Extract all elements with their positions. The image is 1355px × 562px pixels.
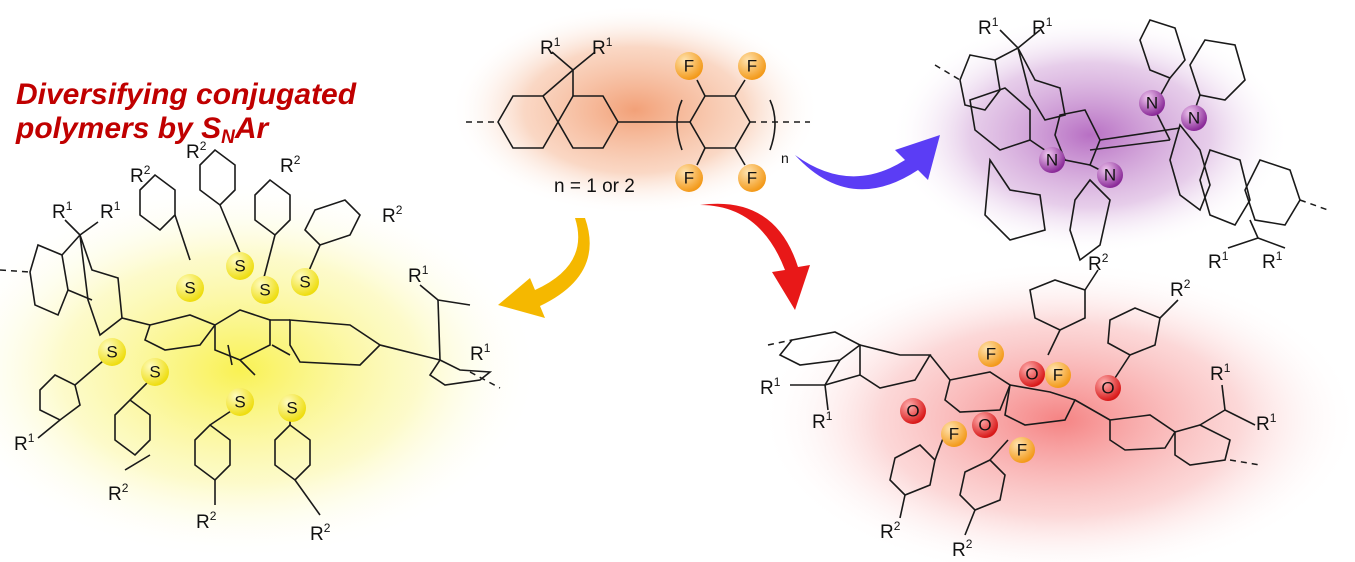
svg-text:O: O [1025,365,1038,384]
carbazole-r1: R1 [978,15,999,39]
thioether-r1: R1 [408,263,429,287]
fluorine-atom: F [978,341,1004,367]
svg-text:F: F [1053,366,1063,385]
sulfur-atom: S [176,274,204,302]
thioether-r2: R2 [108,481,129,505]
sulfur-atom: S [278,394,306,422]
oxygen-atom: O [1019,361,1045,387]
ether-r1: R1 [1256,411,1277,435]
svg-text:S: S [234,257,245,276]
monomer-caption: n = 1 or 2 [554,176,635,197]
carbazole-glow [890,15,1290,255]
thioether-r2: R2 [280,153,301,177]
monomer-r1-right: R1 [592,35,613,59]
fluorine-atom: F [1009,437,1035,463]
oxygen-atom: O [1095,375,1121,401]
svg-text:F: F [747,169,757,188]
ether-r1: R1 [1210,361,1231,385]
ether-r1: R1 [812,409,833,433]
nitrogen-atom: N [1139,90,1165,116]
svg-text:S: S [184,279,195,298]
nitrogen-atom: N [1039,147,1065,173]
nitrogen-atom: N [1097,162,1123,188]
thioether-r2: R2 [382,203,403,227]
carbazole-r1: R1 [1262,249,1283,273]
sulfur-atom: S [141,358,169,386]
thioether-r2: R2 [186,139,207,163]
carbazole-r1: R1 [1032,15,1053,39]
arrow-to-carbazole-icon [795,135,940,190]
svg-text:S: S [299,273,310,292]
title-subscript: N [221,127,235,148]
svg-text:O: O [906,402,919,421]
monomer-r1-left: R1 [540,35,561,59]
monomer-structure [466,51,810,166]
fluorine-atom: F [738,52,766,80]
svg-text:F: F [684,169,694,188]
thioether-r2: R2 [310,521,331,545]
fluorine-atom: F [675,164,703,192]
title-line-2-prefix: polymers by S [16,112,222,145]
svg-text:S: S [234,393,245,412]
title-line-2-suffix: Ar [234,112,269,145]
carbazole-structure [934,19,1329,262]
ether-r2: R2 [952,537,973,561]
sulfur-atom: S [291,268,319,296]
arrow-to-ether-icon [700,203,810,310]
thioether-r1: R1 [52,199,73,223]
fluorine-atom: F [738,164,766,192]
svg-text:N: N [1046,151,1058,170]
svg-text:F: F [986,345,996,364]
ether-glow [760,260,1355,562]
thioether-r2: R2 [130,163,151,187]
ether-r2: R2 [1088,251,1109,275]
thioether-r1: R1 [100,199,121,223]
svg-text:S: S [286,399,297,418]
svg-text:O: O [1101,379,1114,398]
svg-text:S: S [106,343,117,362]
ether-r1: R1 [760,375,781,399]
monomer-glow [450,5,820,215]
svg-text:S: S [149,363,160,382]
sulfur-atom: S [226,388,254,416]
fluorine-atom: F [1045,362,1071,388]
svg-text:N: N [1188,109,1200,128]
thioether-r1: R1 [470,341,491,365]
ether-r2: R2 [1170,277,1191,301]
ether-r2: R2 [880,519,901,543]
svg-text:O: O [978,416,991,435]
repeat-subscript: n [781,150,789,166]
svg-text:F: F [684,57,694,76]
arrow-to-thioether-icon [498,218,590,318]
fluorine-atom: F [941,421,967,447]
fluorine-atom: F [675,52,703,80]
sulfur-atom: S [98,338,126,366]
ether-structure [767,269,1261,536]
svg-text:N: N [1146,94,1158,113]
svg-text:F: F [949,425,959,444]
title-line-1: Diversifying conjugated [16,78,357,111]
thioether-r2: R2 [196,509,217,533]
oxygen-atom: O [900,398,926,424]
svg-text:S: S [259,281,270,300]
svg-text:F: F [747,57,757,76]
svg-text:N: N [1104,166,1116,185]
nitrogen-atom: N [1181,105,1207,131]
svg-text:F: F [1017,441,1027,460]
title-line-2: polymers by SNAr [16,112,268,155]
thioether-glow [0,180,540,560]
oxygen-atom: O [972,412,998,438]
sulfur-atom: S [226,252,254,280]
thioether-r1: R1 [14,431,35,455]
carbazole-r1: R1 [1208,249,1229,273]
sulfur-atom: S [251,276,279,304]
